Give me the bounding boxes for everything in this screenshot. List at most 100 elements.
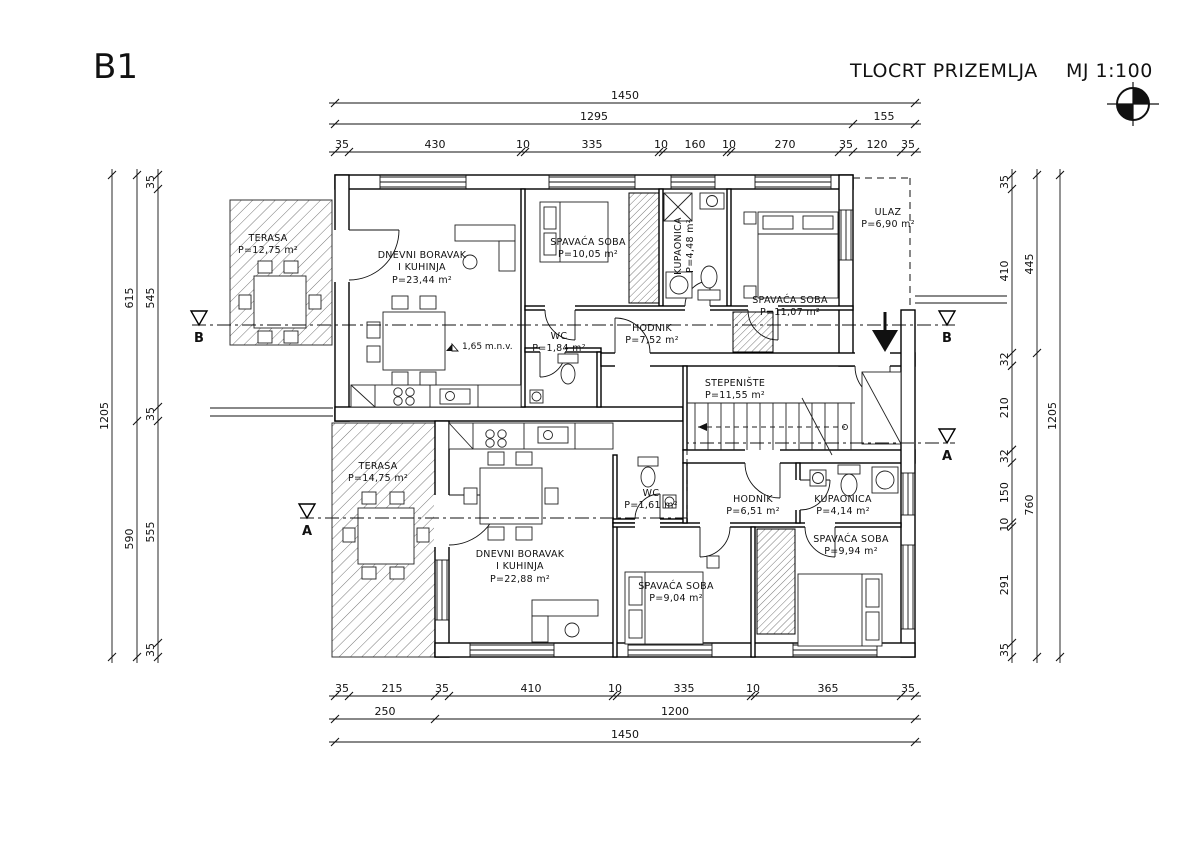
dimension-value: 155 — [874, 110, 895, 123]
window-left-lower — [435, 559, 449, 621]
label-dnevni-lower-area: P=22,88 m² — [490, 574, 550, 585]
dimension-value: 430 — [425, 138, 446, 151]
bathroom-lower-fixtures — [809, 464, 899, 497]
furniture — [238, 192, 899, 647]
label-kupaonica-upper: KUPAONICA — [673, 217, 684, 275]
dimension-value: 160 — [685, 138, 706, 151]
label-ulaz: ULAZ — [875, 207, 902, 218]
label-wc-upper: WC — [551, 331, 568, 342]
dimension-tick — [1007, 638, 1017, 648]
dimension-tick — [344, 691, 354, 701]
dimension-tick — [896, 691, 906, 701]
dimension-value: 35 — [901, 138, 915, 151]
drawing-title: TLOCRT PRIZEMLJA — [849, 60, 1038, 82]
dimension-value: 365 — [818, 682, 839, 695]
drawing-scale: MJ 1:100 — [1066, 60, 1153, 82]
dimension-tick — [848, 119, 858, 129]
bed-lower-1 — [797, 573, 883, 647]
kitchen-lower — [448, 422, 614, 450]
label-spavaca1-upper-area: P=10,05 m² — [558, 249, 618, 260]
dimension-tick — [1007, 522, 1017, 531]
bathroom-upper-fixtures — [663, 192, 725, 301]
dimension-tick — [1007, 184, 1017, 194]
section-line-a — [300, 442, 955, 519]
dimension-value: 210 — [998, 397, 1011, 418]
dimension-tick — [1032, 170, 1042, 180]
door-bedroom1-lower — [804, 526, 836, 558]
window-bottom-2 — [627, 643, 713, 657]
dimension-tick — [1007, 348, 1017, 358]
dimension-value: 10 — [516, 138, 530, 151]
label-spavaca1-upper: SPAVAĆA SOBA — [550, 236, 626, 248]
dimension-value: 760 — [1023, 495, 1036, 516]
dimension-value: 555 — [144, 522, 157, 543]
label-ulaz-area: P=6,90 m² — [861, 219, 915, 230]
dimension-tick — [107, 170, 117, 180]
dimension-value: 410 — [521, 682, 542, 695]
dimension-value: 10 — [722, 138, 736, 151]
dimension-value: 270 — [775, 138, 796, 151]
dimension-value: 35 — [901, 682, 915, 695]
dimension-tick — [153, 638, 163, 648]
dimension-tick — [520, 147, 530, 157]
stairs — [687, 397, 855, 456]
dimension-tick — [153, 170, 163, 180]
bed-upper-1 — [539, 201, 609, 263]
wc-lower-fixtures — [637, 456, 677, 509]
dimension-tick — [910, 98, 920, 108]
kitchen-upper — [350, 384, 522, 408]
dimension-tick — [153, 184, 163, 194]
dimension-value: 35 — [435, 682, 449, 695]
boundary-lines-right — [915, 295, 1007, 304]
dimension-value: 10 — [746, 682, 760, 695]
dimension-tick — [330, 147, 340, 157]
section-lines: B B A A — [189, 310, 957, 539]
sofa-upper — [454, 224, 516, 272]
door-bedroom2-lower — [699, 526, 731, 558]
dimension-tick — [726, 147, 736, 157]
level-marker: 1,65 m.n.v. — [446, 342, 513, 352]
window-top-2 — [548, 175, 636, 189]
wardrobes — [628, 192, 902, 635]
dimension-tick — [330, 714, 340, 724]
dimension-tick — [1032, 348, 1042, 358]
door-terrace-upper — [348, 229, 400, 281]
dimension-value: 35 — [335, 138, 349, 151]
label-kupaonica-upper-area: P=4,48 m² — [685, 219, 696, 273]
section-label-a-left: A — [302, 524, 312, 539]
dimension-tick — [896, 147, 906, 157]
dimension-value: 10 — [654, 138, 668, 151]
title-block: B1 TLOCRT PRIZEMLJA MJ 1:100 — [93, 47, 1153, 87]
dimension-tick — [107, 652, 117, 662]
dimension-value: 545 — [144, 288, 157, 309]
dimension-tick — [1007, 170, 1017, 180]
dimension-value: 32 — [998, 352, 1011, 366]
label-wc-upper-area: P=1,84 m² — [532, 343, 586, 354]
label-hodnik-lower-area: P=6,51 m² — [726, 506, 780, 517]
label-terasa-upper-area: P=12,75 m² — [238, 245, 298, 256]
dimension-tick — [654, 147, 664, 157]
dimension-tick — [658, 147, 668, 157]
window-ulaz — [839, 209, 853, 261]
dimension-value: 590 — [123, 529, 136, 550]
dimension-value: 10 — [608, 682, 622, 695]
label-spavaca2-lower-area: P=9,04 m² — [649, 593, 703, 604]
dimension-tick — [608, 691, 618, 701]
dimension-value: 615 — [123, 288, 136, 309]
wardrobe-upper-bedroom1 — [628, 192, 660, 304]
dimension-value: 35 — [144, 643, 157, 657]
dimension-tick — [910, 147, 920, 157]
level-marker-label: 1,65 m.n.v. — [462, 342, 513, 352]
dimension-value: 35 — [998, 643, 1011, 657]
label-dnevni-upper-1: DNEVNI BORAVAK — [378, 250, 467, 261]
label-spavaca2-upper: SPAVAĆA SOBA — [752, 294, 828, 306]
dimension-value: 120 — [867, 138, 888, 151]
label-dnevni-lower-1: DNEVNI BORAVAK — [476, 549, 565, 560]
dimension-value: 35 — [839, 138, 853, 151]
dining-table-lower — [463, 451, 559, 541]
dimension-tick — [330, 98, 340, 108]
dimension-tick — [430, 691, 440, 701]
section-label-b-right: B — [942, 331, 952, 346]
dimension-value: 335 — [674, 682, 695, 695]
